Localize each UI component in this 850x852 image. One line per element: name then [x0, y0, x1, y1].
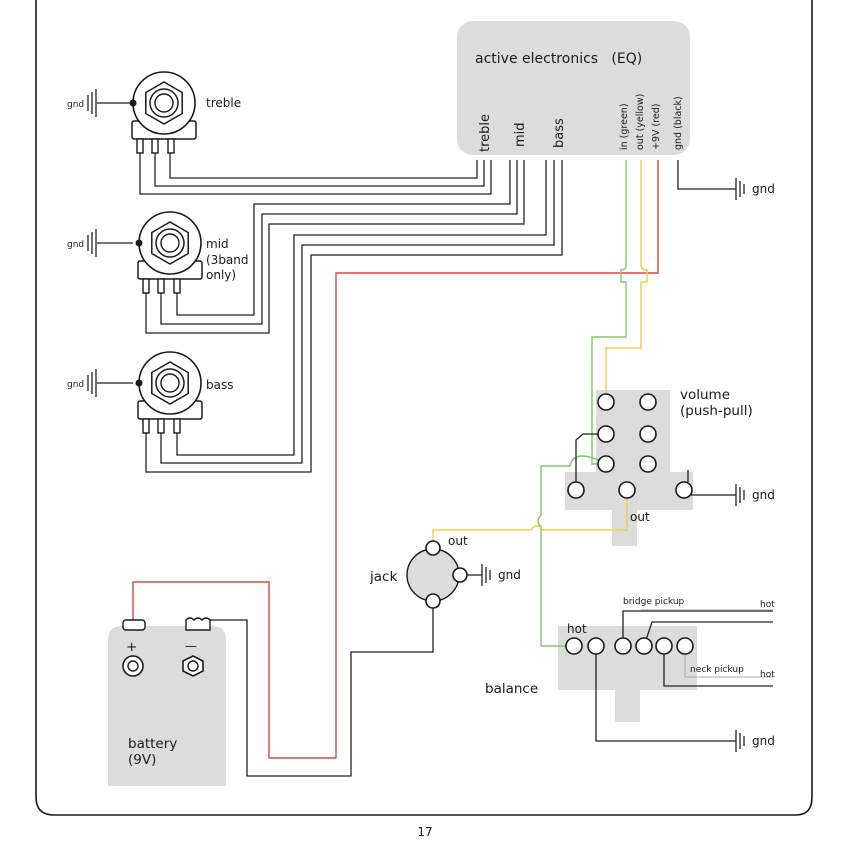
volume-label-1: volume [680, 387, 730, 403]
battery-minus-label: — [185, 639, 197, 653]
balance-pot [565, 637, 694, 655]
ground-symbols [87, 89, 745, 752]
volume-switch [567, 393, 693, 499]
battery-terminals [122, 617, 211, 677]
neck-pickup-label: neck pickup [690, 665, 744, 675]
pot-gnd-label-bass: gnd [67, 380, 84, 390]
eq-pin-mid: mid [513, 122, 528, 147]
pot-label-treble: treble [206, 96, 241, 110]
pot-bass [135, 351, 203, 434]
gnd-label-volume: gnd [752, 488, 775, 502]
jack-out-label: out [448, 534, 468, 548]
eq-pin-gnd: gnd (black) [673, 96, 684, 150]
eq-pin-wires [132, 160, 736, 759]
eq-pin-out: out (yellow) [635, 94, 646, 150]
eq-vertical-labels: treble mid bass in (green) out (yellow) … [478, 94, 684, 152]
neck-hot-label: hot [760, 670, 775, 680]
volume-label-2: (push-pull) [680, 403, 753, 419]
page-frame [35, 0, 813, 816]
pot-wires [139, 152, 563, 473]
page-number: 17 [417, 825, 432, 839]
pot-gnd-label-treble: gnd [67, 100, 84, 110]
pot-gnd-label-mid: gnd [67, 240, 84, 250]
bridge-hot-label: hot [760, 600, 775, 610]
gnd-label-jack: gnd [498, 568, 521, 582]
battery-plus-label: + [126, 639, 137, 655]
volume-module [565, 390, 693, 546]
gnd-label-balance: gnd [752, 734, 775, 748]
jack-label: jack [369, 569, 397, 585]
pot-label-mid-1: mid [206, 237, 229, 251]
pot-treble [129, 71, 197, 154]
pot-label-mid-2: (3band [206, 253, 249, 267]
eq-pin-in: in (green) [619, 103, 630, 150]
misc-wires [210, 433, 773, 777]
potentiometers [129, 71, 203, 434]
battery-label-2: (9V) [128, 752, 156, 768]
output-jack [406, 540, 468, 609]
eq-pin-treble: treble [478, 114, 493, 152]
volume-out-label: out [630, 510, 650, 524]
bridge-pickup-label: bridge pickup [623, 597, 685, 607]
gnd-label-eq: gnd [752, 182, 775, 196]
pot-mid [135, 211, 203, 294]
balance-label: balance [485, 681, 538, 697]
eq-title: active electronics (EQ) [475, 51, 642, 67]
battery-label-1: battery [128, 736, 177, 752]
eq-module [457, 21, 690, 155]
eq-pin-bass: bass [552, 118, 567, 148]
pot-label-bass: bass [206, 378, 233, 392]
eq-pin-9v: +9V (red) [651, 103, 662, 150]
pot-label-mid-3: only) [206, 268, 236, 282]
balance-hot-label: hot [567, 622, 587, 636]
